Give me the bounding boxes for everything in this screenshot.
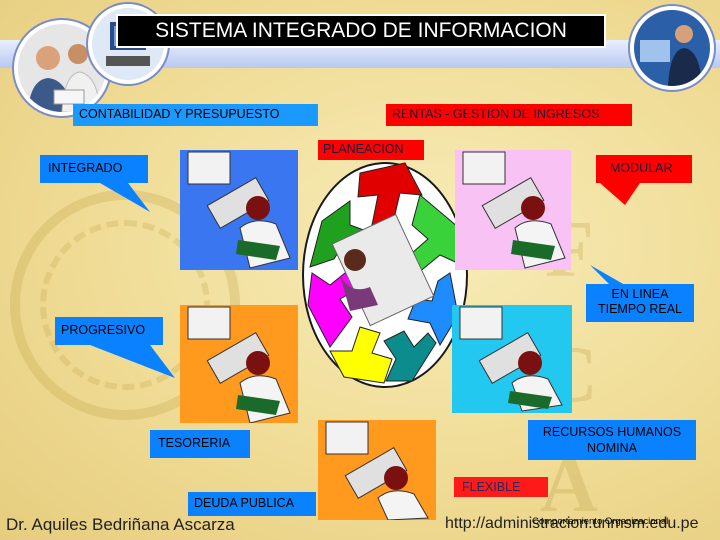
footer-course: Comportamiento Organizacional <box>532 516 669 527</box>
page-title: SISTEMA INTEGRADO DE INFORMACION <box>116 14 606 48</box>
worker-photo <box>630 6 714 90</box>
workstation-illustration <box>187 151 291 269</box>
label-rentas: RENTAS - GESTION DE INGRESOS <box>386 104 632 126</box>
label-en-linea: EN LINEA TIEMPO REAL <box>586 284 694 322</box>
label-flexible: FLEXIBLE <box>454 477 548 497</box>
label-tesoreria: TESORERIA <box>150 430 250 458</box>
footer-url[interactable]: http://administracion.unmsm.edu.pe <box>445 515 699 532</box>
process-wheel <box>302 162 468 388</box>
label-en-linea-line2: TIEMPO REAL <box>597 302 683 316</box>
label-planeacion: PLANEACION <box>318 140 424 160</box>
worker-photo-art <box>634 10 710 86</box>
label-en-linea-line1: EN LINEA <box>611 287 669 301</box>
workstation-panel-cyan <box>452 305 572 413</box>
wheel-arrow-teal <box>383 330 437 382</box>
wheel-arrow-yellow <box>329 326 393 384</box>
label-contabilidad: CONTABILIDAD Y PRESUPUESTO <box>73 104 318 126</box>
workstation-panel-blue <box>180 150 298 270</box>
workstation-panel-pink <box>455 150 571 270</box>
label-rrhh-line1: RECURSOS HUMANOS <box>542 425 682 439</box>
footer-author: Dr. Aquiles Bedriñana Ascarza <box>6 515 235 534</box>
people-photo <box>14 20 110 116</box>
label-modular: MODULAR <box>596 155 692 183</box>
label-integrado: INTEGRADO <box>40 155 148 183</box>
label-rrhh: RECURSOS HUMANOS NOMINA <box>528 420 696 460</box>
workstation-illustration <box>187 306 291 424</box>
label-progresivo: PROGRESIVO <box>55 317 163 345</box>
workstation-panel-orange <box>180 305 298 424</box>
label-deuda: DEUDA PUBLICA <box>188 492 316 516</box>
label-rrhh-line2: NOMINA <box>587 441 637 455</box>
workstation-illustration <box>462 151 566 269</box>
workstation-panel-orange-bottom <box>318 420 436 521</box>
workstation-illustration <box>325 421 429 521</box>
workstation-illustration <box>459 306 563 412</box>
